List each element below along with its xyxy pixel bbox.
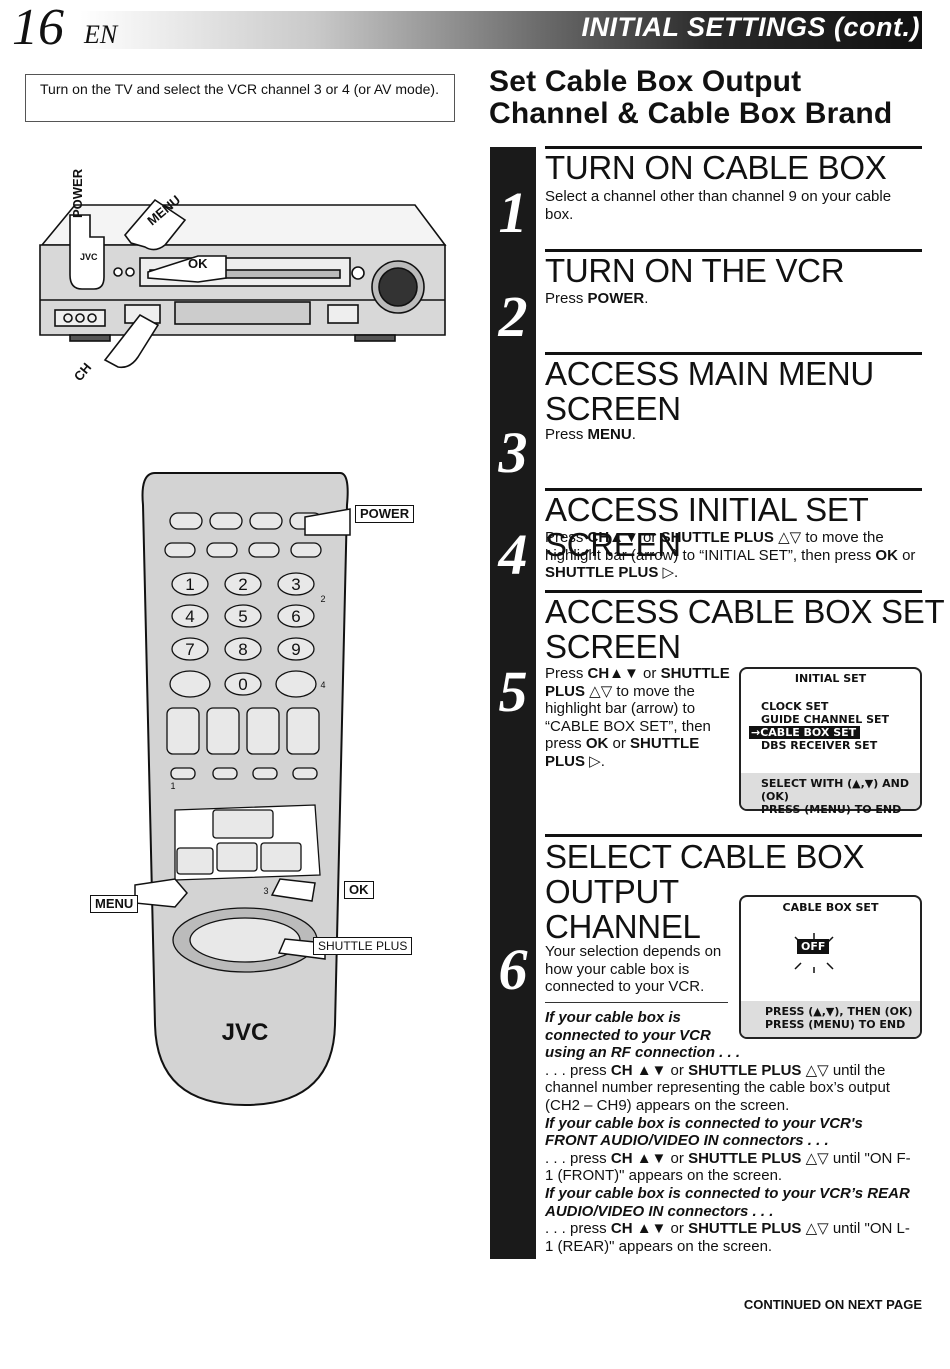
osd-initial-footer: SELECT WITH (▲,▼) AND (OK)PRESS (MENU) T… <box>741 773 920 816</box>
step-text-5: Press CH▲▼ or SHUTTLE PLUS △▽ to move th… <box>545 665 730 770</box>
step-rule-2 <box>545 249 922 252</box>
header-bar <box>80 11 922 49</box>
step-rule-3 <box>545 352 922 355</box>
vcr-ok-label: OK <box>188 256 208 271</box>
step-rule-4 <box>545 488 922 491</box>
step-text-1: Select a channel other than channel 9 on… <box>545 188 892 223</box>
step-text-3: Press MENU. <box>545 426 636 443</box>
remote-key-9: 9 <box>291 640 300 659</box>
remote-key-4: 4 <box>185 607 194 626</box>
remote-key-8: 8 <box>238 640 247 659</box>
remote-power-label: POWER <box>355 505 415 523</box>
step-rule-6 <box>545 834 922 837</box>
remote-brand-logo: JVC <box>222 1019 269 1046</box>
vcr-illustration: POWER MENU OK CH JVC <box>39 168 447 384</box>
remote-key-3: 3 <box>291 575 300 594</box>
step-rule-1 <box>545 146 922 149</box>
remote-key-0: 0 <box>238 675 247 694</box>
osd-item-clock: CLOCK SET <box>761 700 829 713</box>
step-text-4: Press CH▲▼ or SHUTTLE PLUS △▽ to move th… <box>545 529 916 581</box>
osd-item-cable-selected: →CABLE BOX SET <box>749 726 861 739</box>
remote-key-2: 2 <box>238 575 247 594</box>
note-box: Turn on the TV and select the VCR channe… <box>25 74 455 122</box>
remote-key-6: 6 <box>291 607 300 626</box>
osd-item-dbs: DBS RECEIVER SET <box>761 739 878 752</box>
remote-key-5: 5 <box>238 607 247 626</box>
step-number-6: 6 <box>498 937 528 1002</box>
continued-footer: CONTINUED ON NEXT PAGE <box>743 1297 922 1312</box>
vcr-brand-label: JVC <box>80 252 98 262</box>
page-title: INITIAL SETTINGS (cont.) <box>581 12 920 42</box>
step-text-2: Press POWER. <box>545 290 649 307</box>
step-bar <box>490 147 536 1259</box>
step-heading-2: TURN ON THE VCR <box>545 252 845 289</box>
osd-cable-value: OFF <box>797 939 830 954</box>
step-number-1: 1 <box>498 180 528 245</box>
osd-item-guide: GUIDE CHANNEL SET <box>761 713 890 726</box>
step-rule-5 <box>545 590 922 593</box>
remote-key-1: 1 <box>185 575 194 594</box>
osd-initial-title: INITIAL SET <box>794 672 867 685</box>
osd-cable-footer: PRESS (▲,▼), THEN (OK)PRESS (MENU) TO EN… <box>741 1001 920 1037</box>
osd-initial-set: INITIAL SET CLOCK SET GUIDE CHANNEL SET … <box>739 667 922 816</box>
step-number-2: 2 <box>498 284 528 349</box>
osd-cable-box-set: CABLE BOX SET OFF PRESS (▲,▼), THEN (OK)… <box>739 895 922 1039</box>
step-number-4: 4 <box>498 522 528 587</box>
vcr-power-label: POWER <box>70 168 85 218</box>
remote-shuttle-label: SHUTTLE PLUS <box>313 937 413 955</box>
step-heading-4: ACCESS INITIAL SET SCREEN <box>545 491 868 563</box>
page-lang: EN <box>84 20 118 49</box>
remote-side-num-2: 2 <box>320 594 325 604</box>
step-heading-1: TURN ON CABLE BOX <box>545 149 887 186</box>
remote-key-7: 7 <box>185 640 194 659</box>
remote-side-num-3: 3 <box>263 886 268 896</box>
vcr-ch-label: CH <box>71 360 95 384</box>
page-number: 16 <box>12 0 64 56</box>
step-number-5: 5 <box>498 659 528 724</box>
remote-ok-label: OK <box>344 881 374 899</box>
osd-cable-title: CABLE BOX SET <box>782 901 879 914</box>
step-number-3: 3 <box>498 420 528 485</box>
section-title: Set Cable Box Output Channel & Cable Box… <box>489 65 893 130</box>
remote-side-num-4: 4 <box>320 680 325 690</box>
step-text-6: Your selection depends on how your cable… <box>545 943 722 995</box>
step-6-divider <box>545 1002 728 1003</box>
remote-menu-label: MENU <box>90 895 139 913</box>
remote-side-num-1: 1 <box>170 781 175 791</box>
remote-illustration: 1 2 3 4 5 6 7 8 9 0 2 4 1 3 JVC <box>134 472 351 1107</box>
